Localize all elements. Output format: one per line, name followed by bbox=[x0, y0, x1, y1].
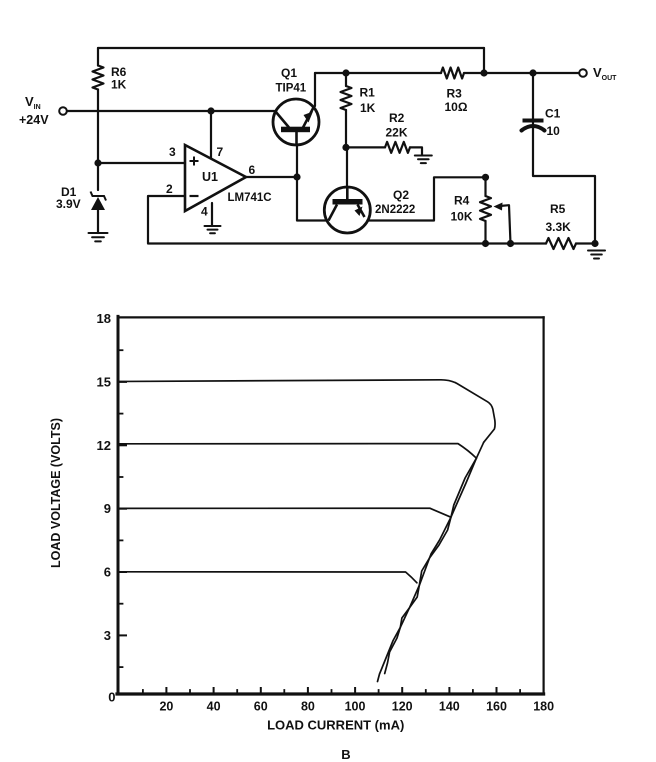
svg-text:R5: R5 bbox=[550, 202, 566, 216]
svg-text:10: 10 bbox=[547, 124, 561, 138]
svg-text:4: 4 bbox=[201, 205, 208, 219]
svg-text:D1: D1 bbox=[61, 185, 77, 199]
svg-text:3.9V: 3.9V bbox=[56, 197, 81, 211]
svg-text:LM741C: LM741C bbox=[228, 192, 272, 204]
svg-text:1K: 1K bbox=[111, 78, 127, 92]
svg-text:B: B bbox=[341, 747, 350, 762]
svg-text:20: 20 bbox=[159, 700, 173, 714]
svg-text:100: 100 bbox=[345, 700, 366, 714]
svg-text:2: 2 bbox=[166, 182, 173, 196]
svg-text:9: 9 bbox=[104, 501, 111, 516]
svg-text:140: 140 bbox=[439, 700, 460, 714]
svg-text:6: 6 bbox=[104, 565, 111, 580]
svg-text:120: 120 bbox=[392, 700, 413, 714]
svg-text:60: 60 bbox=[254, 700, 268, 714]
svg-text:LOAD VOLTAGE (VOLTS): LOAD VOLTAGE (VOLTS) bbox=[49, 418, 63, 568]
svg-text:0: 0 bbox=[108, 690, 115, 705]
svg-text:C1: C1 bbox=[545, 107, 561, 121]
svg-text:40: 40 bbox=[207, 700, 221, 714]
svg-text:160: 160 bbox=[486, 700, 507, 714]
svg-text:10K: 10K bbox=[451, 210, 473, 224]
svg-text:LOAD CURRENT (mA): LOAD CURRENT (mA) bbox=[267, 718, 404, 733]
svg-text:2N2222: 2N2222 bbox=[375, 204, 415, 216]
svg-text:R6: R6 bbox=[111, 65, 127, 79]
svg-text:10Ω: 10Ω bbox=[445, 100, 468, 114]
svg-text:80: 80 bbox=[301, 700, 315, 714]
svg-text:12: 12 bbox=[97, 438, 111, 453]
svg-text:7: 7 bbox=[217, 145, 224, 159]
svg-text:1K: 1K bbox=[360, 101, 376, 115]
svg-text:R1: R1 bbox=[360, 86, 376, 100]
svg-text:15: 15 bbox=[97, 374, 111, 389]
svg-text:Q1: Q1 bbox=[281, 66, 297, 80]
svg-text:R2: R2 bbox=[389, 111, 405, 125]
svg-text:18: 18 bbox=[97, 311, 111, 326]
svg-text:Q2: Q2 bbox=[393, 188, 409, 202]
svg-text:3: 3 bbox=[104, 628, 111, 643]
svg-text:TIP41: TIP41 bbox=[276, 83, 307, 95]
svg-text:U1: U1 bbox=[202, 170, 218, 184]
svg-text:3.3K: 3.3K bbox=[546, 220, 572, 234]
svg-text:R3: R3 bbox=[447, 87, 463, 101]
svg-text:3: 3 bbox=[169, 145, 176, 159]
svg-text:180: 180 bbox=[533, 700, 554, 714]
svg-text:6: 6 bbox=[249, 163, 256, 177]
svg-text:22K: 22K bbox=[386, 126, 408, 140]
svg-text:+24V: +24V bbox=[19, 113, 49, 127]
svg-text:R4: R4 bbox=[454, 194, 470, 208]
